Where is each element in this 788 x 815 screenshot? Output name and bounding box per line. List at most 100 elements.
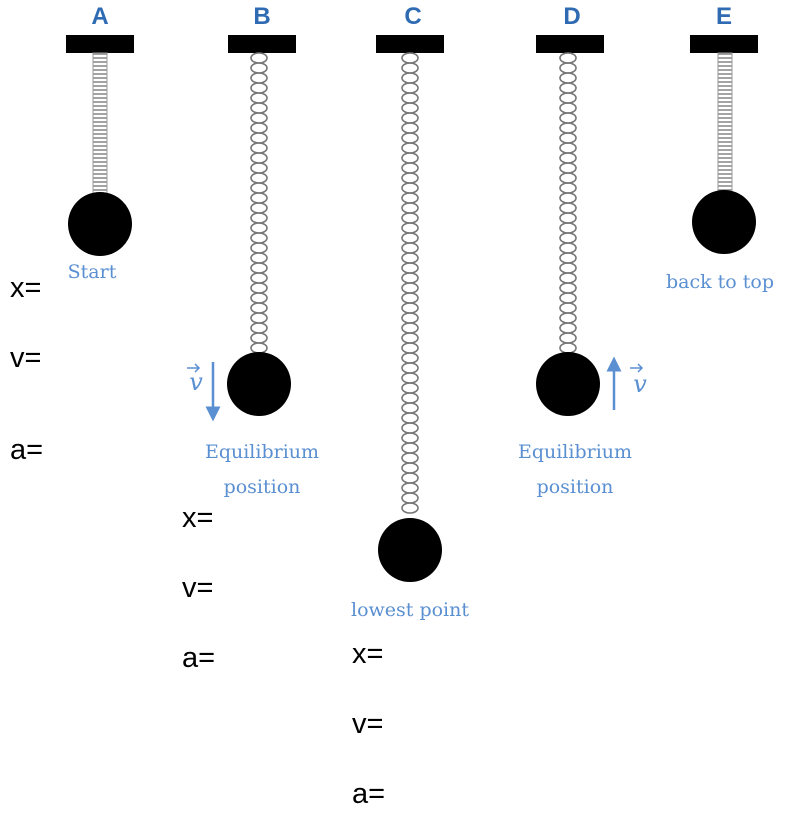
kinematics-a-a: a= — [10, 434, 44, 466]
spring-coil-loop — [401, 72, 419, 84]
spring-coil-loop — [401, 92, 419, 104]
spring-coil-loop — [401, 282, 419, 294]
pendulum-label-e: E — [716, 3, 732, 30]
spring-coil-loop — [250, 272, 268, 284]
spring-coil-loop — [250, 212, 268, 224]
spring-coil-loop — [559, 252, 577, 264]
spring-coil-loop — [401, 242, 419, 254]
velocity-label-d: v — [633, 370, 647, 398]
spring-coil-loop — [401, 382, 419, 394]
spring-coil-loop — [401, 322, 419, 334]
ceiling-mount-a — [66, 35, 134, 53]
pendulum-b: B v Equilibrium position — [187, 3, 319, 498]
spring-d — [559, 52, 577, 354]
caption-back-to-top: back to top — [666, 271, 774, 293]
spring-coil-loop — [401, 162, 419, 174]
vector-arrow-mark-d — [630, 363, 644, 373]
ceiling-mount-b — [228, 35, 296, 53]
spring-coil-loop — [401, 462, 419, 474]
pendulum-e: E back to top — [666, 3, 774, 293]
spring-coil-loop — [559, 62, 577, 74]
kinematics-a-v: v= — [10, 342, 42, 374]
spring-coil-loop — [401, 372, 419, 384]
spring-coil-loop — [250, 342, 268, 354]
spring-coil-loop — [250, 242, 268, 254]
spring-coil-loop — [250, 102, 268, 114]
caption-equilibrium-d-line2: position — [537, 476, 614, 498]
spring-coil-loop — [401, 452, 419, 464]
spring-coil-loop — [559, 122, 577, 134]
caption-start: Start — [68, 261, 117, 283]
spring-coil-loop — [559, 212, 577, 224]
spring-coil-loop — [250, 82, 268, 94]
kinematics-b-v: v= — [182, 572, 214, 604]
spring-coil-loop — [250, 132, 268, 144]
spring-coil-loop — [401, 292, 419, 304]
caption-lowest-point: lowest point — [351, 599, 469, 621]
ceiling-mount-c — [376, 35, 444, 53]
spring-coil-loop — [250, 72, 268, 84]
spring-coil-loop — [250, 122, 268, 134]
spring-coil-loop — [401, 492, 419, 504]
spring-coil-loop — [401, 422, 419, 434]
spring-coil-loop — [559, 152, 577, 164]
spring-coil-loop — [401, 122, 419, 134]
pendulum-label-a: A — [91, 3, 108, 30]
spring-coil-loop — [401, 332, 419, 344]
spring-coil-loop — [401, 432, 419, 444]
spring-coil-loop — [250, 52, 268, 64]
spring-coil-loop — [250, 252, 268, 264]
spring-c — [401, 52, 419, 514]
spring-coil-loop — [401, 192, 419, 204]
spring-coil-loop — [401, 52, 419, 64]
mass-ball-c — [378, 518, 442, 582]
spring-coil-loop — [559, 332, 577, 344]
spring-coil-loop — [401, 402, 419, 414]
spring-coil-loop — [401, 102, 419, 114]
spring-coil-loop — [559, 182, 577, 194]
vector-arrow-mark-b — [187, 363, 201, 373]
mass-ball-b — [227, 352, 291, 416]
pendulum-d: D v Equilibrium position — [518, 3, 647, 498]
spring-coil-loop — [559, 232, 577, 244]
spring-coil-loop — [250, 172, 268, 184]
spring-coil-loop — [559, 192, 577, 204]
spring-coil-loop — [559, 102, 577, 114]
kinematics-c-a: a= — [352, 778, 386, 810]
spring-coil-loop — [401, 82, 419, 94]
spring-coil-loop — [250, 92, 268, 104]
spring-coil-loop — [559, 172, 577, 184]
spring-coil-loop — [250, 192, 268, 204]
spring-coil-loop — [559, 222, 577, 234]
kinematics-c-x: x= — [352, 638, 384, 670]
ceiling-mount-e — [690, 35, 758, 53]
spring-coil-loop — [250, 162, 268, 174]
kinematics-a-x: x= — [10, 272, 42, 304]
spring-coil-loop — [250, 232, 268, 244]
caption-equilibrium-d-line1: Equilibrium — [518, 441, 632, 463]
spring-coil-loop — [401, 272, 419, 284]
spring-coil-loop — [401, 132, 419, 144]
spring-coil-loop — [401, 362, 419, 374]
spring-b — [250, 52, 268, 354]
spring-coil-loop — [559, 142, 577, 154]
spring-coil-loop — [401, 172, 419, 184]
spring-coil-loop — [559, 202, 577, 214]
pendulum-label-c: C — [404, 3, 421, 30]
pendulum-a: A Start — [66, 3, 134, 283]
kinematics-b-a: a= — [182, 642, 216, 674]
spring-coil-loop — [401, 482, 419, 494]
mass-ball-a — [68, 192, 132, 256]
spring-coil-loop — [559, 92, 577, 104]
pendulum-label-d: D — [563, 3, 580, 30]
spring-coil-loop — [250, 62, 268, 74]
spring-coil-loop — [559, 82, 577, 94]
spring-coil-loop — [401, 182, 419, 194]
spring-coil-loop — [250, 302, 268, 314]
caption-equilibrium-b-line2: position — [224, 476, 301, 498]
spring-coil-loop — [401, 152, 419, 164]
spring-coil-loop — [401, 212, 419, 224]
spring-coil-loop — [559, 72, 577, 84]
spring-coil-loop — [559, 262, 577, 274]
spring-coil-loop — [250, 332, 268, 344]
